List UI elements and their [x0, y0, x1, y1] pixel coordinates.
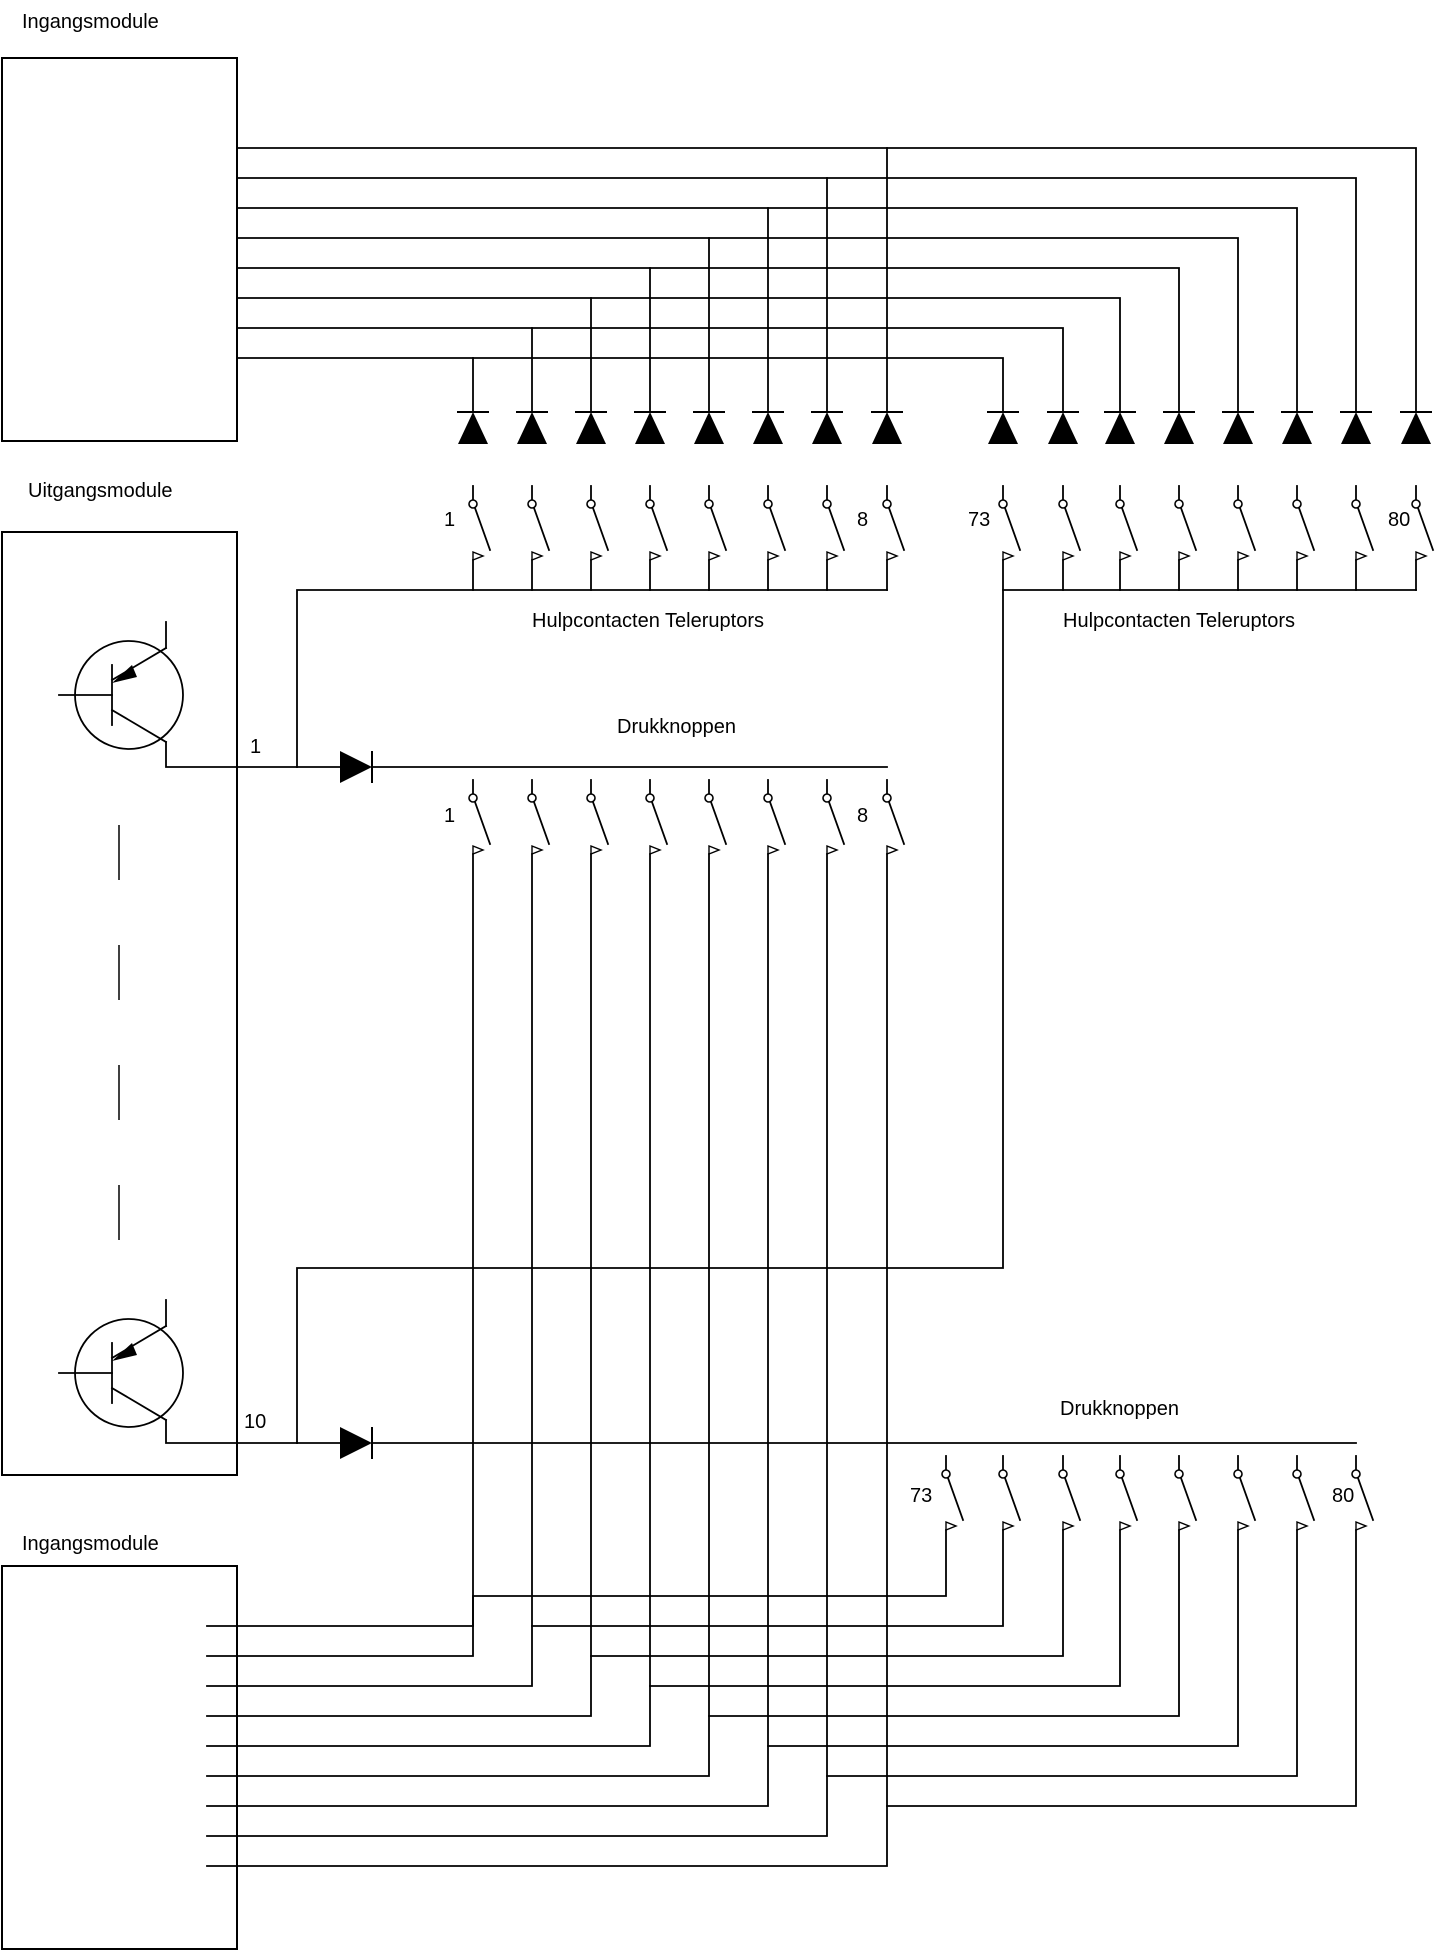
aux-contact-77	[1233, 485, 1256, 561]
pushbutton-3	[586, 779, 609, 855]
pushbuttons-top-label: Drukknoppen	[617, 716, 736, 738]
pushbutton-6	[763, 779, 786, 855]
aux-contact-73	[998, 485, 1021, 561]
pushbutton-73	[941, 1455, 964, 1531]
pushbutton-7	[822, 779, 845, 855]
input-module-top-label: Ingangsmodule	[22, 11, 159, 33]
output-diode-1	[339, 750, 373, 784]
output-diode-10	[339, 1426, 373, 1460]
input-module-bottom-label: Ingangsmodule	[22, 1533, 159, 1555]
diode-6	[751, 411, 785, 445]
diode-row-right	[986, 411, 1433, 445]
output-module-label: Uitgangsmodule	[28, 480, 173, 502]
diode-4	[633, 411, 667, 445]
output-10-number: 10	[244, 1411, 266, 1433]
diode-78	[1280, 411, 1314, 445]
input-module-bottom-box	[1, 1565, 238, 1950]
aux-contact-78	[1292, 485, 1315, 561]
diode-76	[1162, 411, 1196, 445]
push-top-last-number: 8	[857, 805, 868, 827]
aux-contact-2	[527, 485, 550, 561]
diode-8	[870, 411, 904, 445]
pushbutton-2	[527, 779, 550, 855]
transistor-output-1	[58, 621, 298, 768]
pushbutton-77	[1174, 1455, 1197, 1531]
aux-contact-1	[468, 485, 491, 561]
diode-3	[574, 411, 608, 445]
diode-2	[515, 411, 549, 445]
aux-contacts-left-label: Hulpcontacten Teleruptors	[532, 610, 764, 632]
pushbutton-78	[1233, 1455, 1256, 1531]
pushbutton-5	[704, 779, 727, 855]
pushbutton-4	[645, 779, 668, 855]
aux-right-last-number: 80	[1388, 509, 1410, 531]
pushbuttons-bottom	[941, 1455, 1374, 1531]
lower-bus-wires	[206, 853, 1357, 1867]
aux-contact-76	[1174, 485, 1197, 561]
upper-bus-wires	[236, 147, 1417, 413]
pushbutton-76	[1115, 1455, 1138, 1531]
push-bottom-last-number: 80	[1332, 1485, 1354, 1507]
aux-contact-80	[1411, 485, 1434, 561]
push-bottom-first-number: 73	[910, 1485, 932, 1507]
output-module-box	[1, 531, 238, 1476]
diode-79	[1339, 411, 1373, 445]
aux-contact-3	[586, 485, 609, 561]
diode-row-left	[456, 411, 904, 445]
transistor-output-10	[58, 1299, 298, 1444]
pushbuttons-top	[468, 779, 905, 855]
aux-contacts-right-label: Hulpcontacten Teleruptors	[1063, 610, 1295, 632]
aux-contact-4	[645, 485, 668, 561]
diode-73	[986, 411, 1020, 445]
pushbuttons-bottom-label: Drukknoppen	[1060, 1398, 1179, 1420]
diode-1	[456, 411, 490, 445]
diode-80	[1399, 411, 1433, 445]
pushbutton-74	[998, 1455, 1021, 1531]
aux-left-first-number: 1	[444, 509, 455, 531]
diode-7	[810, 411, 844, 445]
push-top-first-number: 1	[444, 805, 455, 827]
aux-contact-8	[882, 485, 905, 561]
diode-77	[1221, 411, 1255, 445]
diode-75	[1103, 411, 1137, 445]
pushbutton-8	[882, 779, 905, 855]
aux-contact-75	[1115, 485, 1138, 561]
aux-right-first-number: 73	[968, 509, 990, 531]
aux-contact-5	[704, 485, 727, 561]
aux-contact-79	[1351, 485, 1374, 561]
input-module-top-box	[1, 57, 238, 442]
aux-contact-6	[763, 485, 786, 561]
output-1-number: 1	[250, 736, 261, 758]
pushbutton-80	[1351, 1455, 1374, 1531]
pushbutton-1	[468, 779, 491, 855]
aux-left-last-number: 8	[857, 509, 868, 531]
aux-contacts-left	[296, 485, 905, 768]
diode-74	[1046, 411, 1080, 445]
diode-5	[692, 411, 726, 445]
aux-contact-74	[1058, 485, 1081, 561]
aux-contact-7	[822, 485, 845, 561]
pushbutton-79	[1292, 1455, 1315, 1531]
pushbutton-75	[1058, 1455, 1081, 1531]
